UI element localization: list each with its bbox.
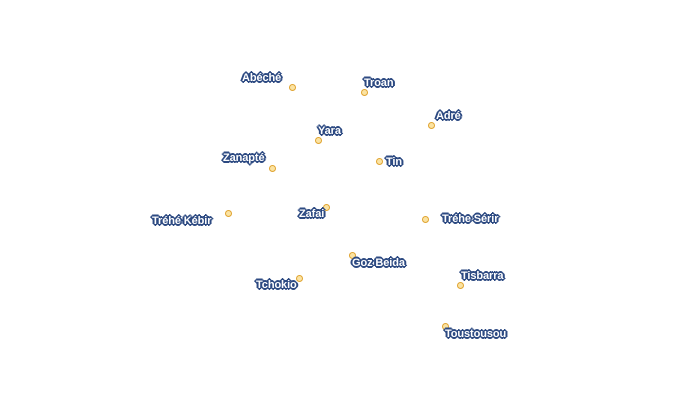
place-marker[interactable] xyxy=(376,158,383,165)
place-label: Tréhé Kébir xyxy=(152,215,212,227)
place-label: Goz Beida xyxy=(352,257,405,269)
place-marker[interactable] xyxy=(349,252,356,259)
place-label: Yara xyxy=(318,125,341,137)
place-label: Zafai xyxy=(299,208,325,220)
place-marker[interactable] xyxy=(442,323,449,330)
place-label: Abéché xyxy=(242,72,282,84)
place-marker[interactable] xyxy=(289,84,296,91)
place-label: Adré xyxy=(436,110,461,122)
place-label: Tchokio xyxy=(256,279,297,291)
place-marker[interactable] xyxy=(428,122,435,129)
place-marker[interactable] xyxy=(361,89,368,96)
place-marker[interactable] xyxy=(315,137,322,144)
place-marker[interactable] xyxy=(269,165,276,172)
place-label: Tréhe Sérir xyxy=(442,213,499,225)
place-marker[interactable] xyxy=(323,204,330,211)
place-marker[interactable] xyxy=(225,210,232,217)
place-marker[interactable] xyxy=(422,216,429,223)
place-label: Troan xyxy=(364,77,394,89)
place-marker[interactable] xyxy=(457,282,464,289)
place-marker[interactable] xyxy=(296,275,303,282)
place-label: Toustousou xyxy=(445,328,507,340)
place-label: Zanapté xyxy=(223,152,265,164)
place-label: Tin xyxy=(386,156,402,168)
place-label: Tisbarra xyxy=(461,270,504,282)
